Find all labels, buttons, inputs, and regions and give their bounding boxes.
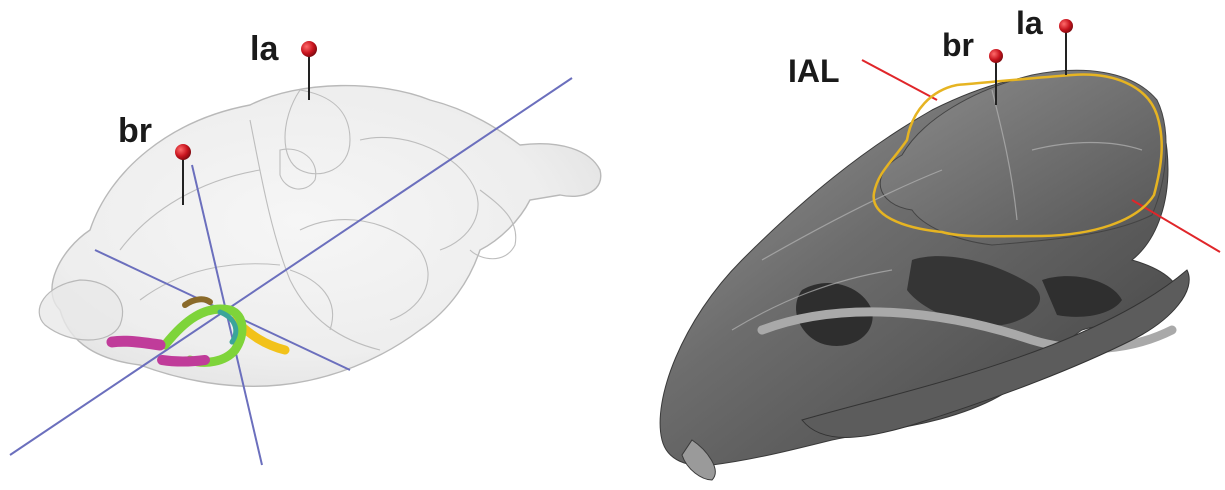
structure-magenta-2 <box>162 360 205 362</box>
skull-surface <box>660 70 1189 480</box>
pin-head-icon <box>989 49 1003 63</box>
label-la: la <box>250 30 279 68</box>
pin-head-icon <box>301 41 317 57</box>
skull-panel: la br IAL <box>612 0 1225 490</box>
structure-magenta-1 <box>112 341 160 345</box>
pin-head-icon <box>1059 19 1073 33</box>
skull-figure: la br IAL <box>612 0 1225 490</box>
label-la: la <box>1016 5 1043 41</box>
label-br: br <box>942 27 974 63</box>
pin-head-icon <box>175 144 191 160</box>
brain-panel: la br <box>0 0 612 490</box>
brain-figure: la br <box>0 0 612 490</box>
landmark-pin-la <box>1059 19 1073 75</box>
label-ial: IAL <box>788 53 840 89</box>
label-br: br <box>118 112 152 150</box>
